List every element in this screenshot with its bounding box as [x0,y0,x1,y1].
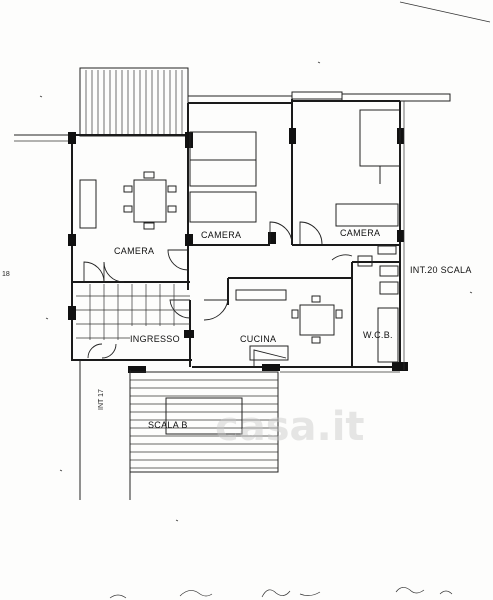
bed-right [335,109,401,227]
interior-walls [72,244,400,367]
pillars [68,128,408,373]
top-right-stray-line [399,1,491,23]
doors [83,221,353,367]
annotation-side-label: INT 17 [98,389,105,410]
dining-table-left [123,171,177,230]
annotation-int-scala: INT.20 SCALA [410,265,472,275]
room-label-camera-left: CAMERA [114,246,154,256]
kitchen-table [235,289,343,361]
sofa-left [79,179,97,229]
room-label-camera-right: CAMERA [340,228,380,238]
top-balcony [79,67,189,137]
annotation-left-number: 18 [2,271,10,278]
room-label-wc: W.C.B. [363,330,393,340]
stray-marks [39,61,473,522]
room-label-camera-center: CAMERA [201,230,241,240]
watermark: casa.it [215,404,365,450]
bed-center [189,131,257,223]
staircase [79,360,279,500]
room-label-scala: SCALA B [148,420,188,430]
room-label-cucina: CUCINA [240,334,276,344]
ingresso-tiles [76,284,190,340]
room-label-ingresso: INGRESSO [130,334,180,344]
wc-fixtures [357,245,399,363]
bottom-handwriting [109,587,453,599]
